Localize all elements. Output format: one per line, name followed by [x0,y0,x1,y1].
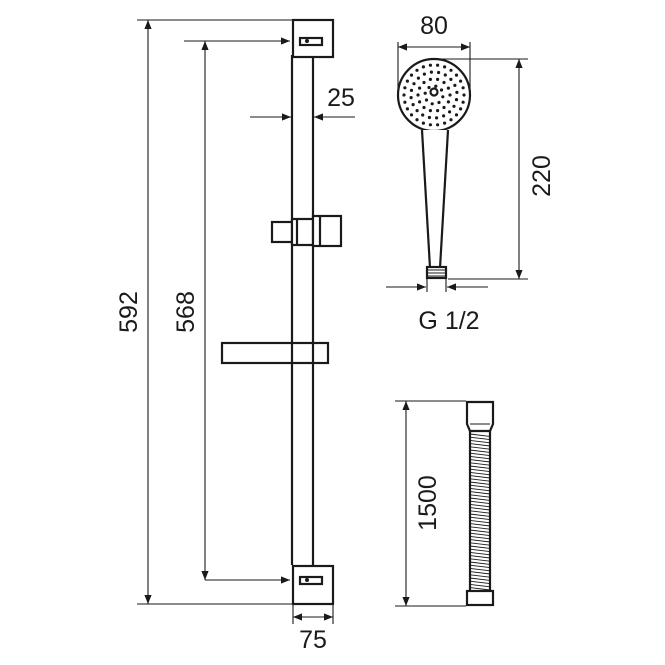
bottom-wall-bracket [291,564,335,606]
dimension-head-diameter: 80 [397,12,471,92]
dim-label-rail-diameter: 25 [327,84,355,112]
dimension-rail-diameter: 25 [250,84,355,121]
dim-label-mount-spacing: 568 [172,291,200,333]
hand-shower [396,57,472,280]
dimension-bracket-width: 75 [292,605,334,654]
dim-label-head-diameter: 80 [420,12,448,40]
top-wall-bracket [291,18,335,59]
sliding-holder [270,214,343,248]
hose-bottom-nut [465,589,495,607]
dim-label-bracket-width: 75 [299,626,327,654]
hose-top-nut [465,400,495,433]
dim-label-total-height: 592 [115,291,143,333]
soap-dish [220,341,330,365]
dim-label-handshower-length: 220 [528,155,556,197]
spray-nozzles [402,63,466,127]
dimension-mount-spacing: 568 [172,37,290,584]
dimension-handshower-length: 220 [436,58,556,280]
slide-rail-assembly [220,18,343,606]
dimension-hose-length: 1500 [395,400,466,607]
dimension-thread: G 1/2 [386,279,488,335]
dimension-total-height: 592 [115,19,292,605]
threaded-connector [425,265,448,280]
slide-rail [290,55,315,565]
dim-label-hose-length: 1500 [414,475,442,531]
dim-label-thread: G 1/2 [418,307,479,335]
hose-body [468,431,492,591]
shower-hose [465,400,495,607]
